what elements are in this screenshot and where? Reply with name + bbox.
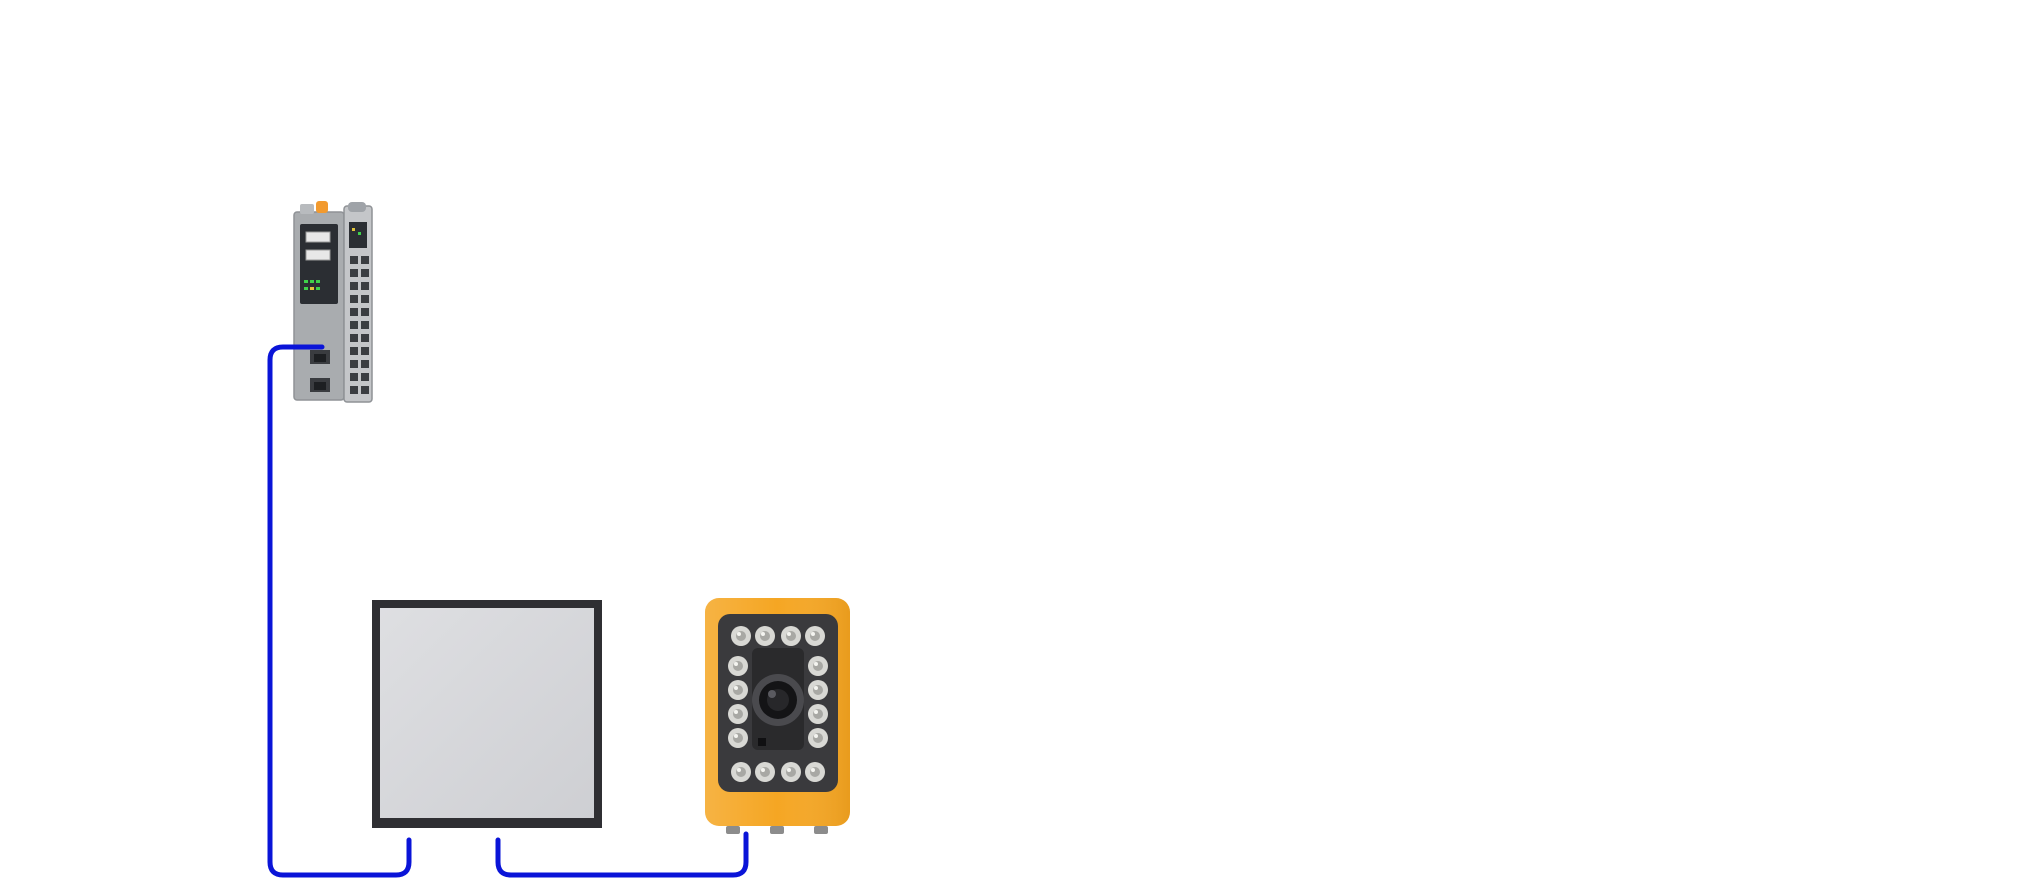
led-icon (728, 680, 748, 700)
terminal-screw-icon (350, 282, 358, 290)
led-icon (805, 762, 825, 782)
terminal-screw-icon (350, 321, 358, 329)
led-icon (731, 626, 751, 646)
terminal-screw-icon (361, 386, 369, 394)
terminal-screw-icon (361, 373, 369, 381)
terminal-screw-icon (350, 347, 358, 355)
terminal-screw-icon (350, 373, 358, 381)
terminal-screw-icon (361, 308, 369, 316)
led-icon (728, 728, 748, 748)
led-icon (808, 680, 828, 700)
smart-camera-icon[interactable] (705, 598, 850, 834)
terminal-screw-icon (361, 295, 369, 303)
led-icon (805, 626, 825, 646)
terminal-screw-icon (350, 256, 358, 264)
led-icon (781, 762, 801, 782)
backlight-panel-icon[interactable] (372, 600, 602, 828)
terminal-screw-icon (350, 269, 358, 277)
terminal-screw-icon (350, 360, 358, 368)
led-icon (808, 656, 828, 676)
terminal-screw-icon (350, 295, 358, 303)
led-icon (808, 704, 828, 724)
terminal-screw-icon (361, 347, 369, 355)
led-icon (755, 762, 775, 782)
terminal-screw-icon (361, 334, 369, 342)
terminal-screw-icon (361, 256, 369, 264)
led-icon (808, 728, 828, 748)
led-icon (755, 626, 775, 646)
terminal-screw-icon (350, 386, 358, 394)
terminal-screw-icon (361, 269, 369, 277)
led-icon (781, 626, 801, 646)
led-icon (728, 704, 748, 724)
cable-backlight-to-camera[interactable] (498, 834, 746, 875)
terminal-screw-icon (361, 321, 369, 329)
terminal-screw-icon (350, 334, 358, 342)
terminal-screw-icon (361, 360, 369, 368)
led-icon (728, 656, 748, 676)
terminal-screw-icon (361, 282, 369, 290)
terminal-screw-icon (350, 308, 358, 316)
led-icon (731, 762, 751, 782)
plc-controller-icon[interactable] (294, 201, 372, 402)
